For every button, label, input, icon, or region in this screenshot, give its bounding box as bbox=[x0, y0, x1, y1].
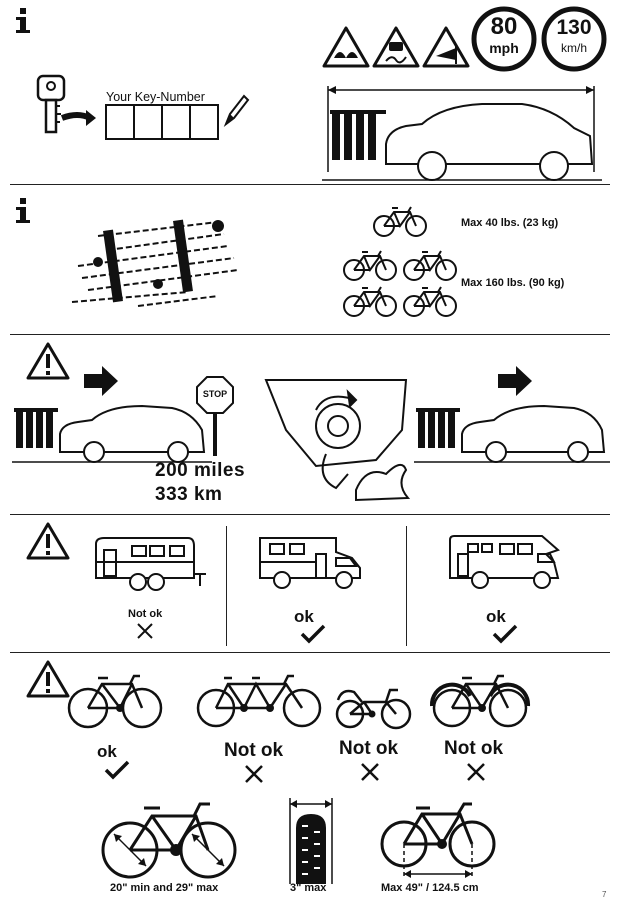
tire-width-illustration bbox=[289, 798, 333, 884]
section-key-speed: 80 mph 130 km/h Your Key-Number bbox=[0, 0, 617, 185]
section-divider bbox=[10, 334, 610, 335]
standard-bike-icon bbox=[67, 674, 163, 729]
car-driving-with-bikes-illustration bbox=[12, 404, 212, 463]
section-load-limits: Max 40 lbs. (23 kg) Max 160 lbs. (90 kg) bbox=[0, 186, 617, 334]
cross-icon bbox=[467, 763, 485, 781]
speed-limit-mph-sign bbox=[471, 6, 537, 72]
recumbent-bike-result-label: Not ok bbox=[339, 738, 399, 759]
tighten-knob-hand-illustration bbox=[264, 379, 411, 502]
section-vehicle-types: Not ok ok ok bbox=[0, 516, 617, 652]
checkmark-icon bbox=[104, 760, 130, 780]
recumbent-bike-icon bbox=[335, 688, 412, 730]
column-divider bbox=[226, 526, 227, 646]
single-bike-icon bbox=[373, 206, 427, 237]
speed-limit-kmh-sign bbox=[541, 6, 607, 72]
page-number: 7 bbox=[602, 890, 607, 899]
bike-icon bbox=[403, 286, 457, 317]
warning-icon bbox=[26, 660, 70, 698]
key-number-box bbox=[107, 106, 135, 138]
section-divider bbox=[10, 652, 610, 653]
key-number-box bbox=[135, 106, 163, 138]
car-driving-with-bikes-illustration bbox=[414, 404, 610, 463]
bike-icon bbox=[343, 250, 397, 281]
standard-bike-result-label: ok bbox=[97, 742, 117, 761]
arrow-right-icon bbox=[84, 366, 118, 396]
key-number-boxes bbox=[105, 104, 219, 140]
travel-trailer-icon bbox=[95, 537, 206, 591]
wheelbase-label: Max 49" / 124.5 cm bbox=[381, 882, 479, 894]
fender-bike-icon bbox=[429, 674, 531, 728]
motorhome-result-label: ok bbox=[486, 607, 506, 626]
fender-bike-result-label: Not ok bbox=[444, 738, 504, 759]
max-single-bike-weight: Max 40 lbs. (23 kg) bbox=[461, 217, 559, 229]
wheelbase-bike-illustration bbox=[380, 802, 496, 878]
checkmark-icon bbox=[492, 624, 518, 644]
column-divider bbox=[406, 526, 407, 646]
info-icon bbox=[16, 8, 30, 33]
bike-icon bbox=[403, 250, 457, 281]
motorhome-icon bbox=[449, 535, 560, 589]
stop-sign-icon bbox=[196, 376, 234, 456]
section-retighten-check: STOP 200 miles 333 km bbox=[0, 336, 617, 514]
warning-icon bbox=[26, 342, 70, 380]
arrow-right-icon bbox=[498, 366, 532, 396]
wheel-size-bike-illustration bbox=[101, 802, 237, 879]
camper-result-label: ok bbox=[294, 607, 314, 626]
pen-icon bbox=[223, 94, 250, 127]
retighten-distance-km: 333 km bbox=[155, 484, 223, 505]
speed-limit-mph-value: 80 bbox=[490, 13, 518, 40]
camper-truck-icon bbox=[259, 537, 361, 589]
key-number-box bbox=[163, 106, 191, 138]
retighten-distance-miles: 200 miles bbox=[155, 460, 246, 481]
stop-sign-label: STOP bbox=[202, 389, 228, 399]
bike-carrier-exploded-illustration bbox=[71, 219, 239, 307]
car-with-bike-carrier-length-illustration bbox=[322, 86, 602, 181]
section-divider bbox=[10, 184, 610, 185]
key-number-label: Your Key-Number bbox=[106, 90, 205, 104]
info-icon bbox=[16, 198, 30, 223]
cross-icon bbox=[245, 765, 263, 783]
speed-limit-kmh-value: 130 bbox=[556, 16, 592, 39]
key-number-box bbox=[191, 106, 217, 138]
section-bike-types: ok Not ok Not ok bbox=[0, 654, 617, 900]
wheel-size-label: 20" min and 29" max bbox=[110, 882, 219, 894]
cross-icon bbox=[137, 623, 153, 639]
trailer-result-label: Not ok bbox=[128, 608, 163, 620]
tandem-bike-icon bbox=[196, 674, 322, 728]
bumpy-road-sign-icon bbox=[322, 26, 370, 68]
cross-icon bbox=[361, 763, 379, 781]
speed-limit-kmh-unit: km/h bbox=[560, 41, 587, 55]
checkmark-icon bbox=[300, 624, 326, 644]
slippery-road-sign-icon bbox=[372, 26, 420, 68]
warning-icon bbox=[26, 522, 70, 560]
bike-icon bbox=[343, 286, 397, 317]
speed-limit-mph-unit: mph bbox=[489, 40, 519, 56]
max-total-bikes-weight: Max 160 lbs. (90 kg) bbox=[461, 277, 565, 289]
tire-width-label: 3" max bbox=[290, 882, 327, 894]
tandem-bike-result-label: Not ok bbox=[224, 740, 284, 761]
crosswind-sign-icon bbox=[422, 26, 470, 68]
section-divider bbox=[10, 514, 610, 515]
key-icon bbox=[36, 74, 96, 134]
